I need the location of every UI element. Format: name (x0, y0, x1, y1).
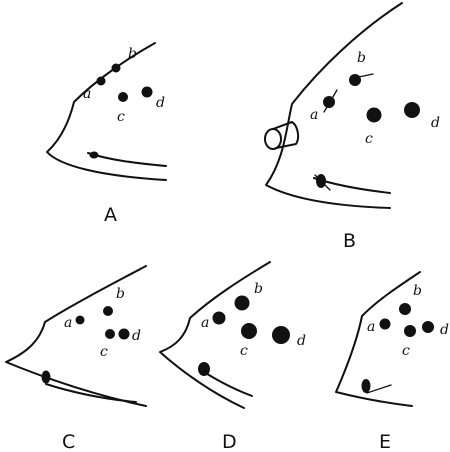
figure-e-pore-d (422, 321, 434, 333)
figure-b-label-b: b (357, 50, 366, 66)
figure-c-pore-c (105, 329, 115, 339)
figure-a-label-a: a (83, 86, 91, 102)
figure-d-caption: D (222, 431, 237, 452)
figure-b-label-c: c (365, 131, 373, 147)
figure-d-label-d: d (297, 333, 306, 349)
figure-b-caption: B (343, 230, 356, 252)
figure-b-nostril-tube (265, 122, 298, 149)
figure-a-pore-d (142, 87, 153, 98)
figure-b-pore-a (323, 96, 335, 108)
figure-d-label-c: c (240, 343, 248, 359)
figure-e-jaw-line (367, 385, 391, 393)
figure-b-pore-b (349, 74, 361, 86)
figure-d: a b c d D (160, 262, 306, 452)
figure-a-label-b: b (128, 46, 137, 62)
figure-c-barbel (42, 371, 51, 384)
figure-a-label-d: d (156, 95, 165, 111)
figure-d-pore-b (235, 296, 250, 311)
figure-a-caption: A (104, 204, 117, 226)
figure-d-pore-c (241, 323, 257, 339)
figure-a: a b c d A (47, 43, 166, 226)
figure-b: a b c d B (265, 3, 440, 252)
figure-e: a b c d E (336, 272, 449, 452)
figure-e-caption: E (379, 431, 391, 452)
figure-d-pore-d (272, 326, 290, 344)
figure-c-label-a: a (64, 315, 72, 331)
figure-e-label-b: b (413, 283, 422, 299)
figure-e-barbel (362, 379, 371, 393)
figure-c-label-b: b (116, 286, 125, 302)
figure-b-label-d: d (431, 115, 440, 131)
figure-a-head-outline (47, 43, 166, 180)
figure-a-barbel (90, 152, 99, 159)
figure-e-pore-c (404, 325, 416, 337)
figure-c-pore-a (76, 316, 85, 325)
figure-e-pore-a (380, 319, 391, 330)
figure-a-jaw-line (88, 153, 166, 166)
figure-d-pore-a (213, 312, 226, 325)
figure-e-head-outline (336, 272, 420, 406)
figure-b-pore-d (404, 102, 420, 118)
figure-c-pore-b (103, 306, 113, 316)
figure-e-label-c: c (402, 343, 410, 359)
figure-a-pore-b (112, 64, 121, 73)
figure-b-pore-c (367, 108, 382, 123)
figure-a-pore-a (97, 77, 106, 86)
figure-a-pore-c (118, 92, 128, 102)
figure-c: a b c d C (6, 266, 146, 452)
figure-d-jaw-line (204, 372, 252, 396)
figure-e-label-a: a (367, 319, 375, 335)
figure-c-label-c: c (100, 344, 108, 360)
figure-b-head-outline (266, 3, 402, 208)
figure-c-label-d: d (132, 328, 141, 344)
figure-a-label-c: c (117, 109, 125, 125)
figure-c-pore-d (119, 329, 130, 340)
figure-c-caption: C (62, 431, 75, 452)
figure-d-label-b: b (254, 281, 263, 297)
figure-e-pore-b (399, 303, 411, 315)
figure-d-barbel (198, 362, 210, 376)
figure-b-label-a: a (310, 107, 318, 123)
figure-e-label-d: d (440, 322, 449, 338)
figure-d-label-a: a (201, 315, 209, 331)
